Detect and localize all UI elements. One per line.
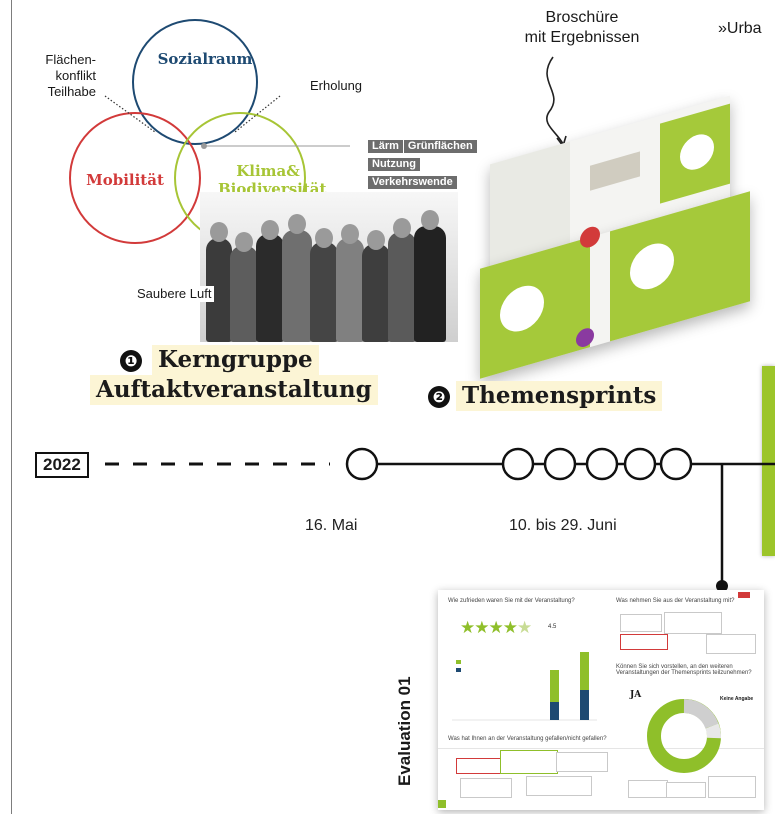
phase-1-number: ❶ [120,350,142,372]
eval-bar-chart [452,652,597,721]
eval-q4: Was hat Ihnen an der Veranstaltung gefal… [448,736,607,742]
tag-verkehrswende: Verkehrswende [368,176,457,189]
brochure-label: Broschüre mit Ergebnissen [524,9,640,46]
tags-pointer-dot [201,143,207,149]
phase-2-date: 10. bis 29. Juni [509,517,617,534]
brochure-image [460,60,775,379]
quote-text: »Urba [718,20,762,37]
circle-mobilitaet [69,112,201,244]
phase-1-title: ❶ Kerngruppe Auftaktveranstaltung [90,345,380,405]
phase-1-line1: Kerngruppe [152,345,319,375]
timeline-node-phase1 [345,447,379,481]
venn-label-mobilitaet: Mobilität [86,171,164,189]
tag-laerm: Lärm [368,140,403,153]
left-frame-line [11,0,12,814]
tag-nutzung: Nutzung [368,158,420,171]
eval-connector-dot [716,580,728,592]
phase-2-title: ❷ Themensprints [428,381,663,411]
circle-sozialraum [132,19,258,145]
group-photo [200,192,458,342]
timeline [105,447,775,592]
eval-donut-chart [647,699,721,773]
phase-2-label: Themensprints [456,381,663,411]
green-panel [762,366,775,556]
venn-label-sozialraum: Sozialraum [157,50,253,68]
phase-1-line2: Auftaktveranstaltung [90,375,378,405]
label-flaechenkonflikt: Flächen- konflikt Teilhabe [45,52,96,99]
timeline-node-sprint4 [623,447,657,481]
evaluation-card: Wie zufrieden waren Sie mit der Veransta… [438,590,764,810]
timeline-node-sprint1 [501,447,535,481]
eval-keine-angabe: Keine Angabe [720,696,754,702]
tag-gruenflaechen: Grünflächen [403,140,477,153]
eval-rating: 4.5 [548,624,557,630]
erholung-pointer [234,95,281,133]
phase-2-number: ❷ [428,386,450,408]
timeline-node-sprint5 [659,447,693,481]
eval-ja: JA [630,690,642,700]
eval-q3: Können Sie sich vorstellen, an den weite… [616,664,752,676]
phase-1-date: 16. Mai [305,517,358,534]
evaluation-label: Evaluation 01 [395,676,414,786]
label-saubere-luft: Saubere Luft [134,286,215,302]
eval-q2: Was nehmen Sie aus der Veranstaltung mit… [616,598,735,604]
timeline-node-sprint3 [585,447,619,481]
year-badge: 2022 [35,452,89,478]
label-erholung: Erholung [310,78,363,93]
eval-q1: Wie zufrieden waren Sie mit der Veransta… [448,598,575,604]
eval-stars: ★★★★★ [460,618,532,637]
timeline-node-sprint2 [543,447,577,481]
